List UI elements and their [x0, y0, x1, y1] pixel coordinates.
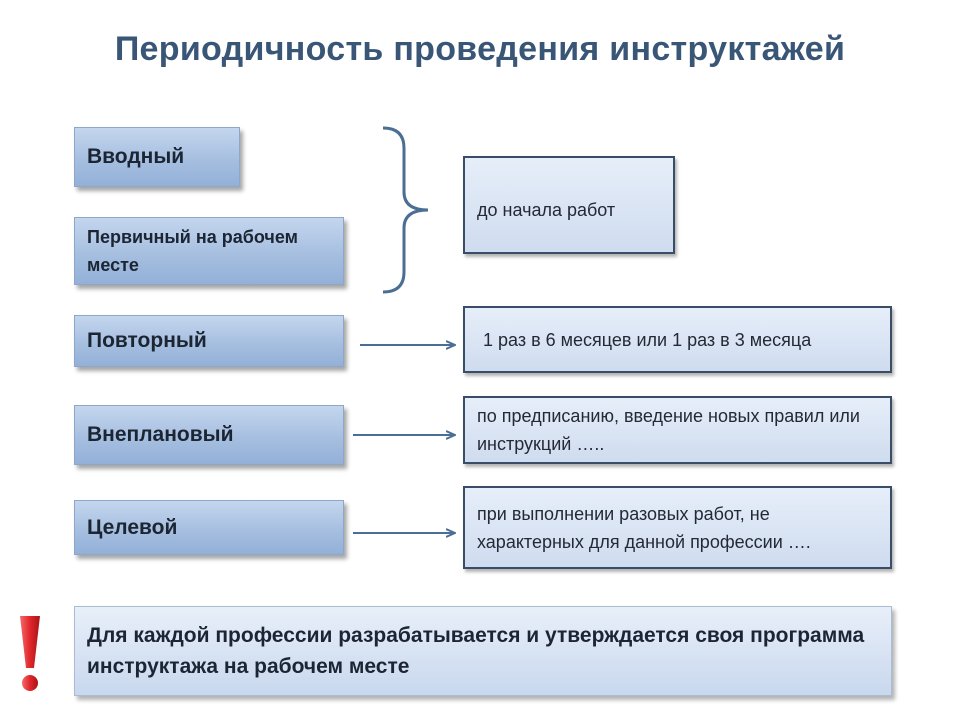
type-box-povtorny: Повторный [74, 315, 344, 367]
curly-brace-icon [382, 126, 429, 294]
type-box-vvodny: Вводный [74, 127, 240, 187]
type-box-tselevoy: Целевой [74, 500, 344, 555]
period-box-targeted: при выполнении разовых работ, не характе… [463, 486, 892, 569]
type-box-pervichny: Первичный на рабочем месте [74, 217, 344, 285]
period-box-repeat: 1 раз в 6 месяцев или 1 раз в 3 месяца [463, 306, 892, 373]
note-box: Для каждой профессии разрабатывается и у… [74, 606, 892, 696]
type-box-vneplanovy: Внеплановый [74, 405, 344, 465]
period-box-unplanned: по предписанию, введение новых правил ил… [463, 396, 892, 464]
period-box-before-work: до начала работ [463, 156, 675, 254]
page-title: Периодичность проведения инструктажей [114, 30, 846, 68]
